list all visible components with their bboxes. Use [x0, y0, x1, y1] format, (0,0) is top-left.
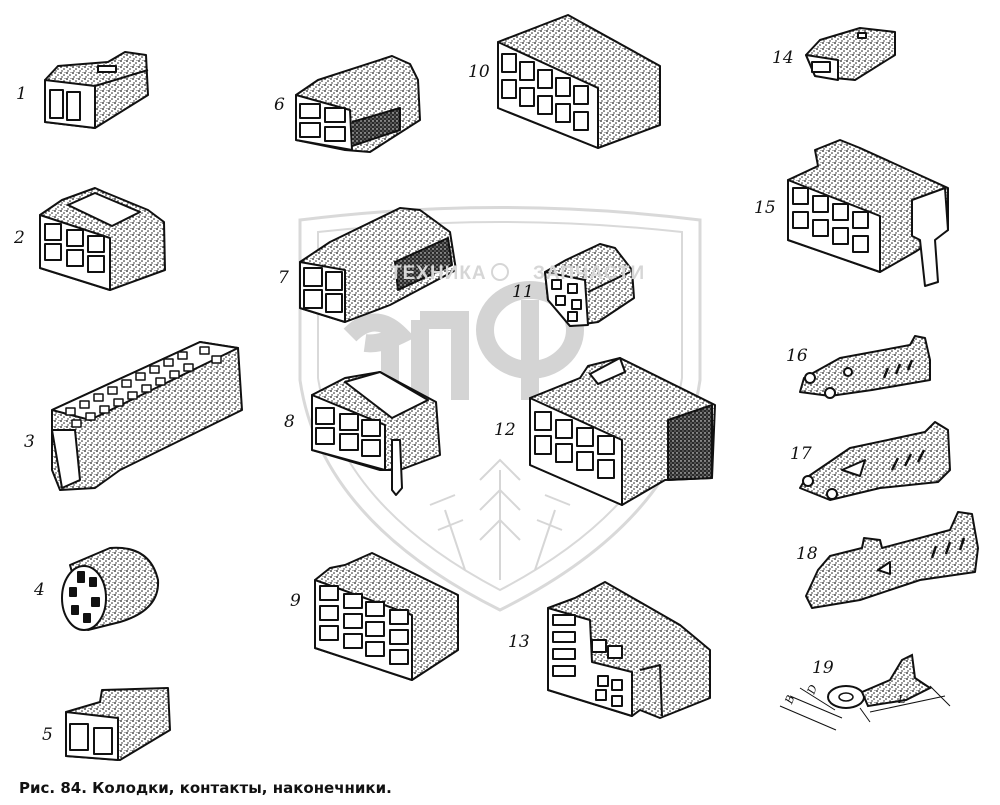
connector-13 [547, 581, 711, 719]
terminal-19 [779, 653, 951, 731]
callout-2: 2 [14, 228, 25, 248]
connector-10 [497, 14, 661, 149]
watermark-wheat [429, 458, 571, 580]
connector-7 [299, 207, 457, 323]
callout-13: 13 [508, 632, 530, 652]
dimension-lines [779, 685, 951, 731]
connector-1 [44, 51, 149, 129]
connector-8 [311, 371, 441, 496]
callout-11: 11 [512, 282, 534, 302]
callout-9: 9 [290, 591, 301, 611]
connector-4 [61, 546, 160, 631]
callout-15: 15 [754, 198, 776, 218]
terminal-17 [799, 421, 951, 501]
watermark-shield [298, 206, 702, 612]
figure-caption: Рис. 84. Колодки, контакты, наконечники. [19, 779, 392, 797]
connector-5 [65, 687, 171, 761]
callout-8: 8 [284, 412, 295, 432]
callout-7: 7 [278, 268, 289, 288]
callout-6: 6 [274, 95, 285, 115]
connector-9 [314, 552, 459, 681]
connector-2 [39, 187, 166, 291]
watermark-text-right: ЗАПЧАСТИ [533, 263, 646, 284]
watermark-logo [343, 281, 585, 400]
callout-4: 4 [34, 580, 45, 600]
callout-12: 12 [494, 420, 516, 440]
connector-15 [787, 139, 949, 287]
connector-6 [295, 55, 421, 153]
callout-18: 18 [796, 544, 818, 564]
terminal-16 [799, 335, 931, 399]
callout-5: 5 [42, 725, 53, 745]
callout-3: 3 [24, 432, 35, 452]
callout-10: 10 [468, 62, 490, 82]
connector-14 [805, 27, 896, 81]
callout-14: 14 [772, 48, 794, 68]
callout-19: 19 [812, 658, 834, 678]
dimension-label-l: L [898, 693, 906, 706]
connector-12 [529, 357, 716, 506]
callout-16: 16 [786, 346, 808, 366]
callout-17: 17 [790, 444, 812, 464]
terminal-18 [805, 511, 979, 609]
watermark-gear-icon [491, 263, 509, 281]
watermark-text-left: ТЕХНИКА [390, 263, 487, 284]
connector-11 [544, 243, 635, 327]
connector-3 [51, 341, 243, 491]
callout-1: 1 [16, 84, 27, 104]
